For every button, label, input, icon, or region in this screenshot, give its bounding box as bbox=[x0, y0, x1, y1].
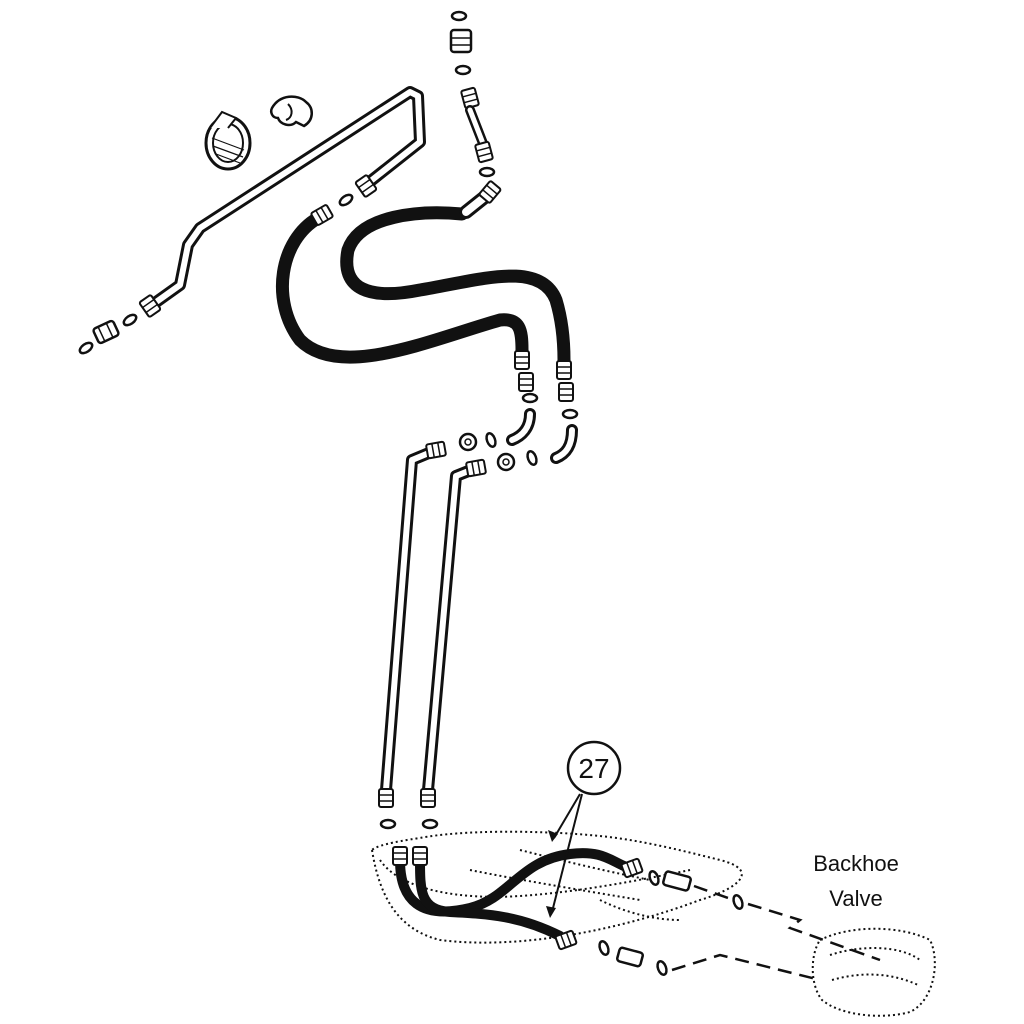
flex-hose-lower-b bbox=[412, 846, 578, 951]
part-callout: 27 bbox=[546, 740, 622, 918]
hose-clamp bbox=[204, 110, 252, 171]
rigid-tube-long-right bbox=[420, 458, 488, 830]
rigid-tube-long-left bbox=[378, 440, 448, 830]
flex-hose-upper-b bbox=[340, 179, 574, 402]
callout-number: 27 bbox=[578, 753, 609, 784]
left-end-fittings bbox=[76, 191, 356, 357]
rigid-tube-upper bbox=[138, 86, 426, 319]
valve-label-line1: Backhoe bbox=[813, 851, 899, 876]
flex-hose-upper-a bbox=[275, 203, 534, 392]
mid-fittings bbox=[458, 392, 579, 472]
valve-end-fittings bbox=[596, 868, 746, 978]
flex-hose-lower-a bbox=[392, 846, 644, 917]
valve-label-line2: Valve bbox=[829, 886, 882, 911]
machine-outline-dotted bbox=[370, 830, 936, 1017]
hose-clip bbox=[270, 95, 313, 128]
top-fitting-stack bbox=[449, 10, 496, 178]
valve-connection-lines bbox=[671, 884, 881, 982]
valve-label: Backhoe Valve bbox=[813, 851, 899, 911]
